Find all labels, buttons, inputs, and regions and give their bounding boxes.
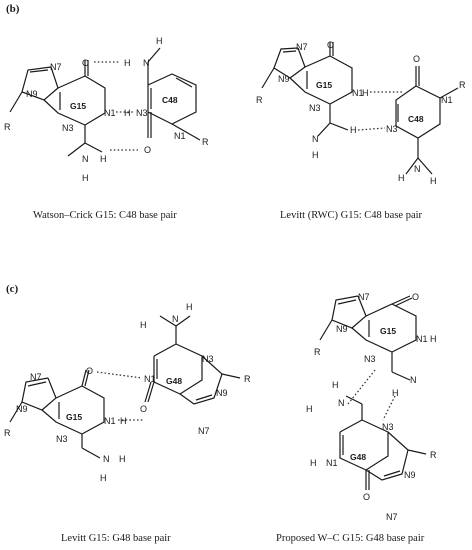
residue-label: G48 xyxy=(166,376,182,386)
residue-label: C48 xyxy=(162,95,178,105)
structure-levitt-g15-g48 xyxy=(9,315,241,459)
atom-label: N9 xyxy=(278,74,290,84)
atom-label: N3 xyxy=(202,354,214,364)
atom-label: N xyxy=(410,375,417,385)
caption-levitt-g15-g48: Levitt G15: G48 base pair xyxy=(61,533,171,544)
atom-label: N3 xyxy=(62,123,74,133)
atom-label: H xyxy=(100,473,107,483)
atom-label: N3 xyxy=(136,108,148,118)
caption-proposed-wc-g15-g48: Proposed W–C G15: G48 base pair xyxy=(276,533,425,544)
atom-label: H xyxy=(332,380,339,390)
residue-label: G15 xyxy=(66,412,82,422)
atom-label: N3 xyxy=(309,103,321,113)
atom-label: N9 xyxy=(216,388,228,398)
atom-label: O xyxy=(413,54,420,64)
atom-label: R xyxy=(244,374,251,384)
atom-label: N xyxy=(312,134,319,144)
atom-label: H xyxy=(312,150,319,160)
atom-label: H xyxy=(120,416,127,426)
atom-label: N3 xyxy=(382,422,394,432)
atom-label: O xyxy=(363,492,370,502)
panel-label-b: (b) xyxy=(6,3,20,15)
residue-label: G15 xyxy=(70,101,86,111)
structure-levitt-rwc-g15-c48 xyxy=(261,42,459,175)
atom-label: N1 xyxy=(441,95,453,105)
atom-label: N xyxy=(82,154,89,164)
residue-label: C48 xyxy=(408,114,424,124)
atom-label: N7 xyxy=(198,426,210,436)
atom-label: H xyxy=(430,176,437,186)
atom-label: O xyxy=(412,292,419,302)
atom-label: N9 xyxy=(336,324,348,334)
atom-label: O xyxy=(82,58,89,68)
structure-proposed-wc-g15-g48 xyxy=(319,295,427,490)
atom-label: R xyxy=(430,450,437,460)
atom-label: N7 xyxy=(296,42,308,52)
atom-label: N xyxy=(338,398,345,408)
atom-label: N1 xyxy=(104,416,116,426)
atom-label: H xyxy=(362,88,369,98)
atom-label: N7 xyxy=(50,62,62,72)
atom-label: H xyxy=(140,320,147,330)
atom-label: N7 xyxy=(386,512,398,522)
atom-label: H xyxy=(186,302,193,312)
atom-label: N1 xyxy=(352,88,364,98)
atom-label: N7 xyxy=(358,292,370,302)
atom-label: H xyxy=(350,125,357,135)
caption-levitt-rwc-g15-c48: Levitt (RWC) G15: C48 base pair xyxy=(280,210,423,221)
atom-label: N9 xyxy=(404,470,416,480)
atom-label: N3 xyxy=(386,124,398,134)
atom-label: O xyxy=(144,145,151,155)
atom-label: R xyxy=(4,122,11,132)
atom-label: H xyxy=(100,154,107,164)
caption-wc-g15-c48: Watson–Crick G15: C48 base pair xyxy=(33,210,177,221)
atom-label: N9 xyxy=(16,404,28,414)
atom-label: N1 xyxy=(416,334,428,344)
atom-label: N xyxy=(103,454,110,464)
panel-label-c: (c) xyxy=(6,283,19,295)
atom-label: N3 xyxy=(56,434,68,444)
atom-label: H xyxy=(119,454,126,464)
residue-label: G48 xyxy=(350,452,366,462)
atom-label: H xyxy=(124,58,131,68)
atom-label: O xyxy=(86,366,93,376)
atom-label: N xyxy=(414,164,421,174)
atom-label: N7 xyxy=(30,372,42,382)
atom-label: N9 xyxy=(26,89,38,99)
atom-label: H xyxy=(306,404,313,414)
atom-label: R xyxy=(459,80,466,90)
residue-label: G15 xyxy=(316,80,332,90)
residue-label: G15 xyxy=(380,326,396,336)
atom-label: N1 xyxy=(174,131,186,141)
atom-label: R xyxy=(314,347,321,357)
atom-label: H xyxy=(82,173,89,183)
structure-wc-g15-c48 xyxy=(9,47,201,157)
atom-label: R xyxy=(4,428,11,438)
atom-label: H xyxy=(124,108,131,118)
atom-label: H xyxy=(310,458,317,468)
atom-label: N1 xyxy=(326,458,338,468)
atom-label: R xyxy=(256,95,263,105)
atom-label: N1 xyxy=(104,108,116,118)
atom-label: H xyxy=(430,334,437,344)
atom-label: N3 xyxy=(364,354,376,364)
atom-label: H xyxy=(392,388,399,398)
atom-label: O xyxy=(140,404,147,414)
atom-label: O xyxy=(327,40,334,50)
atom-label: H xyxy=(156,36,163,46)
atom-label: R xyxy=(202,137,209,147)
atom-label: N1 xyxy=(144,374,156,384)
atom-label: N xyxy=(143,58,150,68)
atom-label: H xyxy=(398,173,405,183)
atom-label: N xyxy=(172,314,179,324)
